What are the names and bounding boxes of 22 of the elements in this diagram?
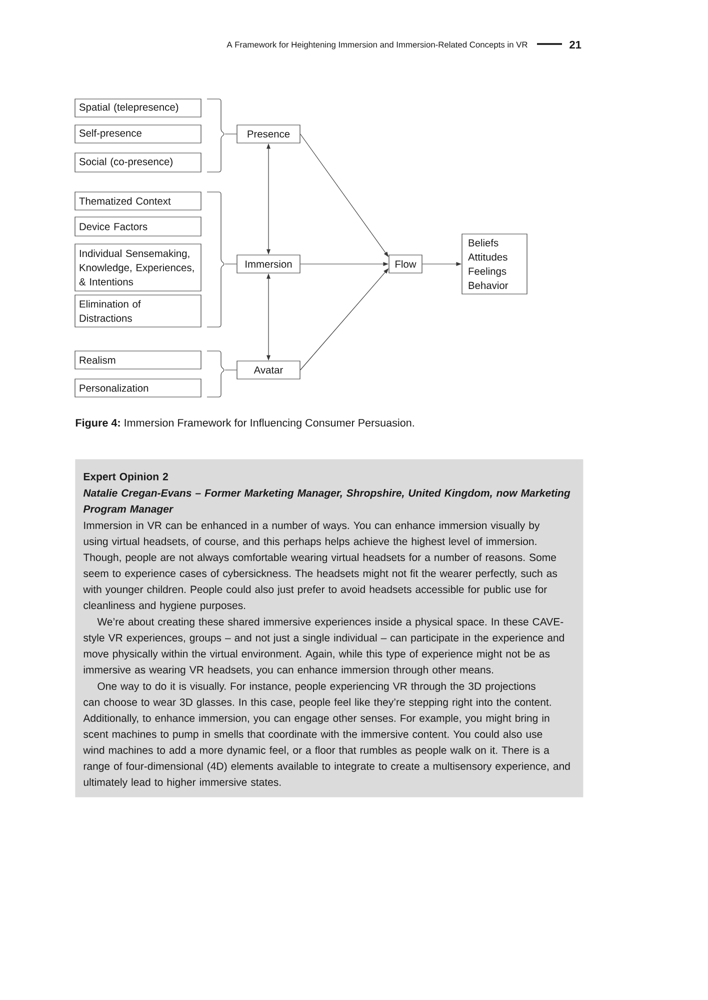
page-number: 21 (570, 40, 582, 48)
factor-box: Social (co-presence) (74, 152, 202, 172)
sidebar-heading: Expert Opinion 2 (84, 472, 168, 482)
outcome-box: Beliefs Attitudes Feelings Behavior (462, 234, 528, 294)
byline: Natalie Cregan-Evans – Former Marketing Manager, Shropshire, United Kingdom, now Marketing Program Manager (83, 489, 570, 515)
construct-box: Avatar (236, 360, 300, 380)
paragraph: Immersion in VR can be enhanced in a number of ways. You can enhance immersion visually by using virtual headsets, of course, and this perhaps helps achieve the highest level of immersion. Though, people are not always comfortable wearing virtual headsets for a number of reasons. Some seem to experience cases of cybersickness. The headsets might not fit the wearer perfectly, such as with younger children. People could also just prefer to avoid headsets accessible for public use for cleanliness and hygiene purposes. (83, 521, 558, 612)
construct-box: Immersion (236, 254, 300, 274)
running-header: A Framework for Heightening Immersion and Immersion-Related Concepts in VR (226, 41, 528, 50)
factor-box: Self-presence (74, 124, 202, 144)
factor-box: Thematized Context (74, 192, 202, 210)
factor-box: Personalization (74, 378, 202, 398)
paragraph: One way to do it is visually. For instance, people experiencing VR through the 3D projections can choose to wear 3D glasses. In this case, people feel like they’re stepping right into the content. Additionally, to enhance immersion, you can engage other senses. For example, you might bring in scent machines to pump in smells that coordinate with the immersive content. You could also use wind machines to add a more dynamic feel, or a floor that rumbles as people walk on it. There is a range of four-dimensional (4D) elements available to integrate to create a multisensory experience, and ultimately lead to higher immersive states. (83, 682, 570, 788)
factor-box: Realism (74, 350, 202, 370)
figure-caption: Figure 4: Immersion Framework for Influencing Consumer Persuasion. (76, 418, 414, 429)
construct-box: Presence (236, 124, 300, 144)
factor-box: Individual Sensemaking, Knowledge, Experiences, & Intentions (74, 244, 202, 292)
factor-box: Elimination of Distractions (74, 294, 202, 328)
paragraph: We’re about creating these shared immersive experiences inside a physical space. In these CAVE-style VR experiences, groups – and not just a single individual – can participate in the experience and move physically within the virtual environment. Again, while this type of experience might not be as immersive as wearing VR headsets, you can enhance immersion through other means. (84, 618, 564, 676)
flow-box: Flow (388, 254, 422, 274)
factor-box: Spatial (telepresence) (74, 98, 202, 118)
factor-box: Device Factors (74, 216, 202, 236)
